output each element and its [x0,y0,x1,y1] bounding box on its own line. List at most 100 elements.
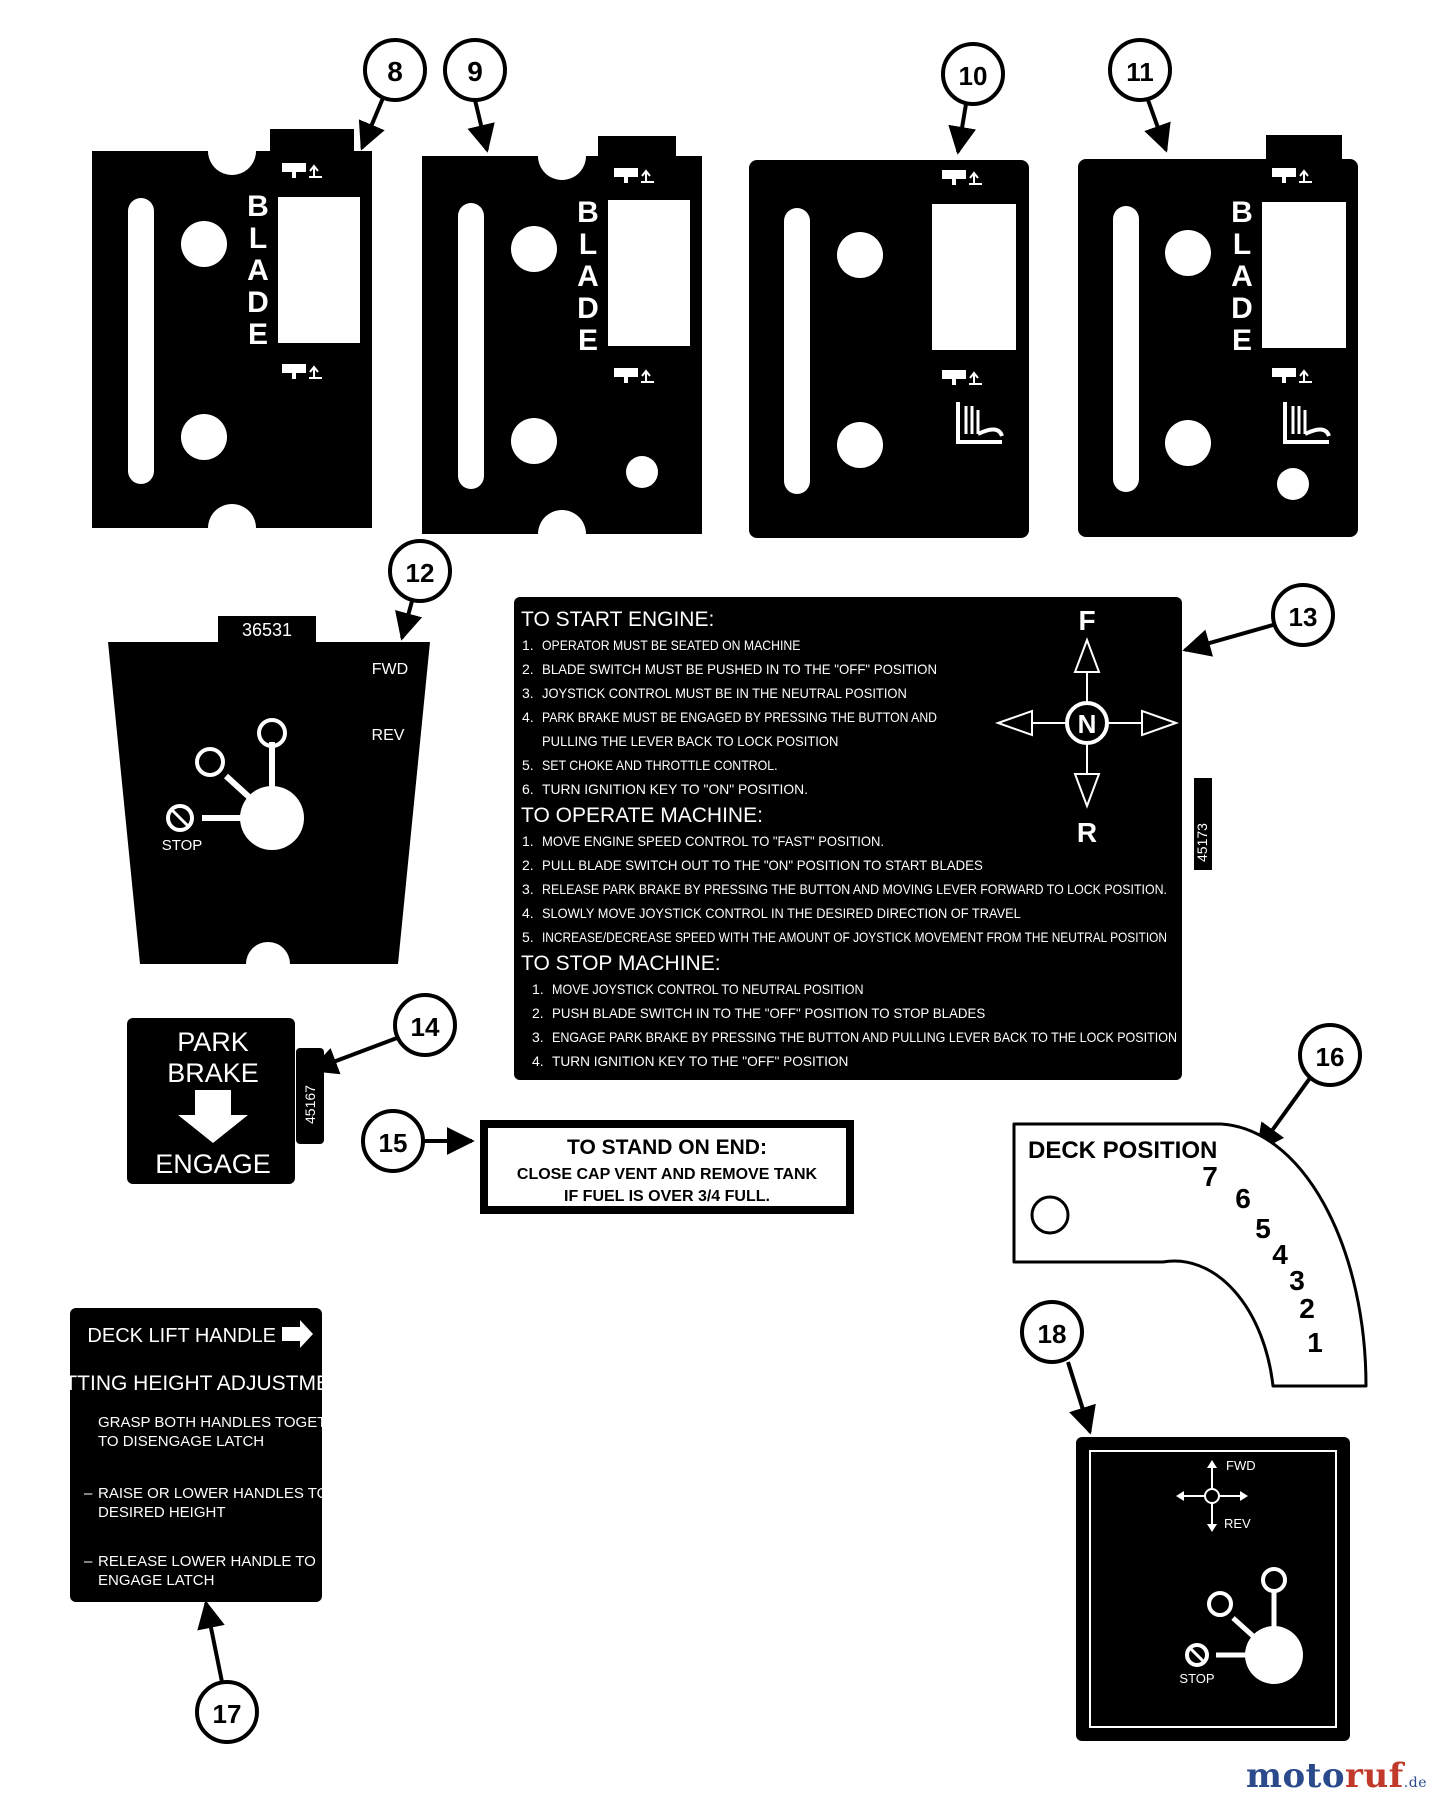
svg-text:10: 10 [959,61,988,91]
decal-line-1: CLOSE CAP VENT AND REMOVE TANK [517,1166,818,1183]
step-text: PARK BRAKE MUST BE ENGAGED BY PRESSING T… [542,709,937,725]
callout-15: 15 [361,1109,475,1173]
deck-position-3: 3 [1289,1265,1305,1296]
svg-text:14: 14 [411,1012,440,1042]
decal-15: TO STAND ON END: CLOSE CAP VENT AND REMO… [480,1120,854,1214]
engage-label: ENGAGE [155,1149,271,1179]
section-title: TO OPERATE MACHINE: [521,804,763,827]
forward-label: F [1078,605,1095,636]
deck-position-6: 6 [1235,1183,1251,1214]
neutral-label: N [1078,709,1097,739]
callout-12: 12 [388,539,452,641]
callout-13: 13 [1182,583,1335,657]
svg-text:11: 11 [1126,57,1154,87]
svg-text:16: 16 [1316,1042,1345,1072]
fwd-label: FWD [372,661,408,678]
decal-18: FWD REV STOP [1076,1437,1350,1741]
cutting-height-title: CUTTING HEIGHT ADJUSTMENT [34,1372,358,1395]
callout-14: 14 [309,993,457,1075]
key-start-icon [1207,1591,1233,1617]
park-label: PARK [177,1027,249,1057]
rev-label: REV [372,727,405,744]
right-arrow-icon [282,1320,313,1348]
svg-text:ENGAGE LATCH: ENGAGE LATCH [98,1572,214,1589]
step-number: 6. [522,781,534,797]
decal-14: 45167 PARK BRAKE ENGAGE [127,1018,324,1184]
deck-position-4: 4 [1272,1239,1288,1270]
rev-label: REV [1224,1516,1251,1531]
step-text: ENGAGE PARK BRAKE BY PRESSING THE BUTTON… [552,1029,1177,1045]
section-title: TO STOP MACHINE: [521,952,721,975]
callout-17: 17 [195,1600,259,1744]
brake-label: BRAKE [167,1058,259,1088]
step-number: 2. [532,1005,544,1021]
step-text: MOVE JOYSTICK CONTROL TO NEUTRAL POSITIO… [552,981,864,997]
svg-text:15: 15 [379,1128,408,1158]
svg-text:–: – [84,1553,93,1570]
step-text: SET CHOKE AND THROTTLE CONTROL. [542,757,778,773]
step-number: 3. [522,881,534,897]
svg-text:8: 8 [387,56,403,87]
callout-8: 8 [358,38,427,151]
step-number: 1. [522,833,534,849]
decal-line-2: IF FUEL IS OVER 3/4 FULL. [564,1188,770,1205]
part-number: 36531 [242,620,292,640]
decal-13: 45173 TO START ENGINE: 1. OPERATOR MUST BE… [514,597,1212,1080]
step-number: 2. [522,661,534,677]
instructions: TO START ENGINE: 1. OPERATOR MUST BE SEATE… [521,608,1177,1069]
direction-compass: F N R [994,605,1180,848]
step-number: 4. [532,1053,544,1069]
svg-text:–: – [84,1485,93,1502]
svg-text:17: 17 [213,1699,242,1729]
reverse-label: R [1077,817,1097,848]
fwd-label: FWD [1226,1458,1256,1473]
key-start-icon [195,747,225,777]
step-number: 4. [522,709,534,725]
step-number: 2. [522,857,534,873]
deck-position-5: 5 [1255,1213,1271,1244]
step-text: TURN IGNITION KEY TO THE "OFF" POSITION [552,1053,848,1069]
step-text: INCREASE/DECREASE SPEED WITH THE AMOUNT … [542,929,1167,945]
svg-text:12: 12 [406,558,435,588]
deck-position-1: 1 [1307,1327,1323,1358]
key-stop-icon [166,804,194,832]
deck-position-7: 7 [1202,1161,1218,1192]
step-text: SLOWLY MOVE JOYSTICK CONTROL IN THE DESI… [542,905,1021,921]
callout-16: 16 [1256,1023,1362,1153]
step-text: PUSH BLADE SWITCH IN TO THE "OFF" POSITI… [552,1005,985,1021]
deck-position-2: 2 [1299,1293,1315,1324]
stop-label: STOP [1179,1671,1214,1686]
watermark: motoruf.de [1245,1756,1427,1796]
svg-text:DESIRED HEIGHT: DESIRED HEIGHT [98,1504,226,1521]
svg-text:RELEASE LOWER HANDLE TO: RELEASE LOWER HANDLE TO [98,1553,316,1570]
key-on-icon [1261,1567,1287,1593]
svg-text:RAISE OR LOWER HANDLES TO: RAISE OR LOWER HANDLES TO [98,1485,328,1502]
svg-text:13: 13 [1289,602,1318,632]
side-part-number: 45173 [1194,823,1210,862]
section-title: TO START ENGINE: [521,608,714,631]
step-text: BLADE SWITCH MUST BE PUSHED IN TO THE "O… [542,661,937,677]
step-number: 3. [532,1029,544,1045]
step-text: MOVE ENGINE SPEED CONTROL TO "FAST" POSI… [542,833,884,849]
step-number: 5. [522,929,534,945]
deck-position-title: DECK POSITION [1028,1137,1217,1164]
mount-hole [1030,1195,1070,1235]
key-stop-icon [1185,1643,1209,1667]
step-number: 3. [522,685,534,701]
svg-text:GRASP BOTH HANDLES TOGETHER: GRASP BOTH HANDLES TOGETHER [98,1414,358,1431]
callout-18: 18 [1020,1300,1096,1435]
decal-title: TO STAND ON END: [567,1136,767,1159]
callout-9: 9 [443,38,507,153]
callout-11: 11 [1108,38,1172,153]
down-arrow-icon [178,1090,248,1143]
step-text: OPERATOR MUST BE SEATED ON MACHINE [542,637,800,653]
step-number: 1. [532,981,544,997]
step-text: PULLING THE LEVER BACK TO LOCK POSITION [542,733,838,749]
decal-12: 36531 FWD REV STOP [108,616,430,986]
